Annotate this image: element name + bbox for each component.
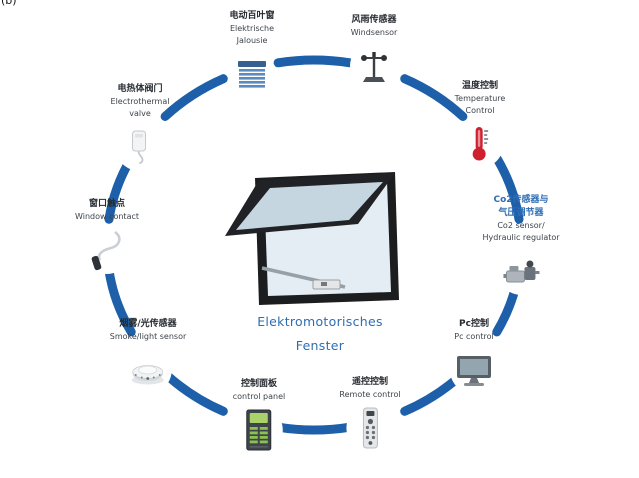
windsensor-icon — [361, 52, 387, 82]
node-label-en: Windsensor — [350, 28, 398, 37]
node-label-zh: 控制面板 — [240, 379, 277, 389]
node-label-zh: 电热体阀门 — [117, 84, 163, 94]
node-jalousie: 电动百叶窗 Elektrische Jalousie — [228, 10, 276, 98]
node-label-zh: Co2传感器与 — [493, 195, 549, 205]
monitor-icon — [457, 356, 491, 386]
node-co2-sensor: Co2传感器与 气压调节器 Co2 sensor/ Hydraulic regu… — [482, 194, 560, 295]
node-label-zh: 风雨传感器 — [351, 15, 397, 25]
node-icon-circle — [345, 404, 394, 452]
node-window-contact: 窗口触点 Window contact — [75, 198, 139, 274]
node-label-zh: Pc控制 — [459, 319, 489, 329]
node-label-zh: 烟雾/光传感器 — [119, 319, 177, 329]
node-label-en: Hydraulic regulator — [482, 233, 560, 242]
cable-icon — [91, 230, 121, 271]
node-label-zh: 遥控控制 — [351, 377, 389, 387]
node-label-en: Elektrische — [229, 24, 275, 33]
control-panel-icon — [246, 409, 272, 451]
motorized-window-illustration — [225, 172, 399, 305]
node-icon-circle — [116, 123, 164, 171]
node-temperature-control: 温度控制 Temperature Control — [454, 80, 506, 168]
figure-label: (b) — [1, 0, 17, 7]
jalousie-icon — [238, 61, 266, 88]
remote-icon — [362, 407, 378, 449]
node-icon-circle — [83, 226, 131, 274]
center-title-line1: Elektromotorisches — [257, 314, 383, 329]
node-remote-control: 遥控控制 Remote control — [339, 376, 401, 452]
node-control-panel: 控制面板 control panel — [233, 378, 285, 454]
node-icon-circle — [450, 346, 498, 394]
node-label-en: Pc control — [454, 332, 494, 341]
node-icon-circle — [123, 346, 172, 394]
node-label-en: control panel — [232, 392, 286, 401]
node-windsensor: 风雨传感器 Windsensor — [350, 14, 398, 90]
node-label-zh: 窗口触点 — [88, 199, 125, 209]
node-electrothermal-valve: 电热体阀门 Electrothermal valve — [110, 83, 170, 171]
co2-regulator-icon — [502, 260, 539, 283]
node-label-en: Smoke/light sensor — [109, 332, 187, 341]
node-label-en: valve — [129, 109, 151, 118]
node-label-en: Control — [465, 106, 495, 115]
node-icon-circle — [496, 247, 545, 295]
node-icon-circle — [235, 406, 283, 454]
node-icon-circle — [228, 50, 276, 98]
node-label-zh: 气压调节器 — [498, 208, 544, 218]
valve-icon — [132, 130, 147, 164]
node-pc-control: Pc控制 Pc control — [450, 318, 498, 394]
smoke-detector-icon — [131, 365, 164, 385]
node-smoke-light-sensor: 烟雾/光传感器 Smoke/light sensor — [109, 318, 187, 394]
node-label-zh: 温度控制 — [461, 81, 498, 91]
node-label-en: Window contact — [74, 212, 140, 221]
thermometer-icon — [473, 127, 489, 161]
center-title-line2: Fenster — [295, 338, 345, 353]
node-label-en: Co2 sensor/ — [497, 221, 545, 230]
node-label-en: Electrothermal — [110, 97, 170, 106]
node-label-en: Jalousie — [236, 36, 268, 45]
node-icon-circle — [456, 120, 504, 168]
node-label-zh: 电动百叶窗 — [229, 11, 275, 21]
node-label-en: Temperature — [454, 94, 506, 103]
node-icon-circle — [350, 42, 398, 90]
node-label-en: Remote control — [339, 390, 401, 399]
